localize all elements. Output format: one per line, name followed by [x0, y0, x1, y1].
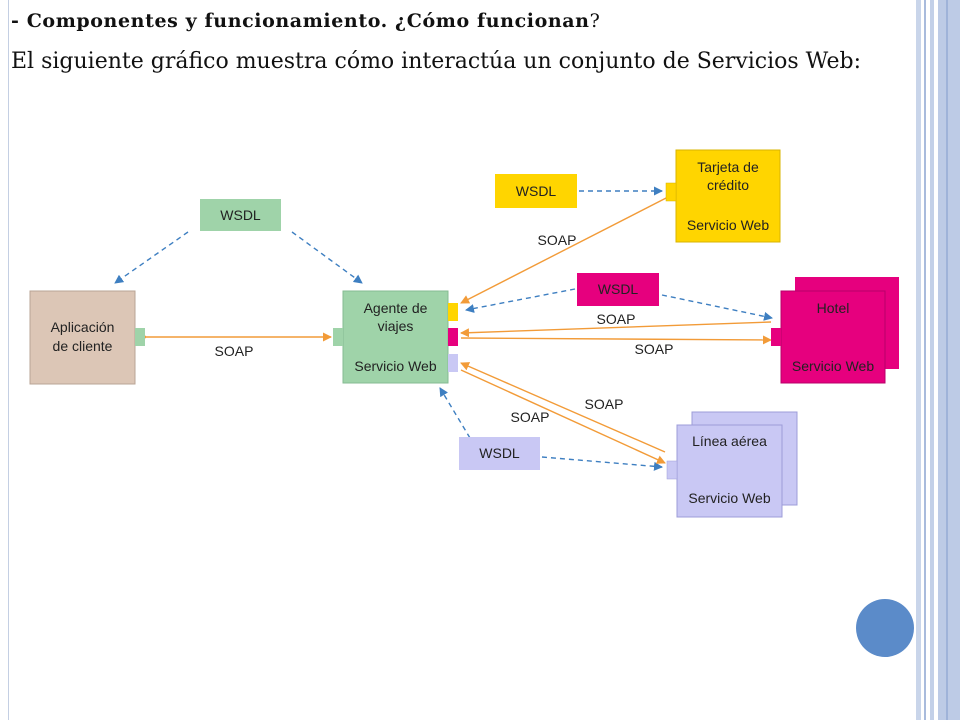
client-port	[135, 328, 145, 346]
hotel-box: Hotel Servicio Web	[780, 277, 899, 384]
soap-label-client-agent: SOAP	[215, 343, 254, 359]
hotel-label: Hotel	[817, 300, 850, 316]
client-label-line-1: Aplicación	[51, 319, 115, 335]
heading-text: - Componentes y funcionamiento. ¿Cómo fu…	[11, 10, 590, 32]
soap-label-airline-bottom: SOAP	[511, 409, 550, 425]
wsdl-arrow-to-client	[114, 231, 189, 284]
wsdl-arrow-to-hotel	[661, 294, 773, 321]
hotel-port	[771, 328, 781, 346]
agent-port-hotel	[448, 328, 458, 346]
wsdl-label: WSDL	[598, 281, 639, 297]
wsdl-arrow-airline-to-agent	[439, 387, 471, 439]
travel-agent-box: Agente de viajes Servicio Web	[342, 290, 449, 384]
right-decorative-bars	[916, 0, 960, 720]
agent-sublabel: Servicio Web	[354, 358, 436, 374]
airline-box: Línea aérea Servicio Web	[676, 411, 798, 518]
wsdl-box-client: WSDL	[200, 199, 281, 231]
wsdl-arrow-to-airline	[541, 456, 663, 471]
soap-arrow-hotel-to-agent	[460, 321, 772, 338]
card-sublabel: Servicio Web	[687, 217, 769, 233]
soap-arrow-agent-card	[460, 188, 680, 304]
card-port	[665, 182, 677, 202]
soap-arrows	[139, 188, 772, 464]
soap-label-airline-top: SOAP	[585, 396, 624, 412]
intro-text: El siguiente gráfico muestra cómo intera…	[11, 49, 861, 74]
airline-port	[666, 460, 678, 480]
agent-port-airline	[448, 354, 458, 372]
soap-label-card: SOAP	[538, 232, 577, 248]
wsdl-box-airline: WSDL	[459, 437, 540, 470]
hotel-sublabel: Servicio Web	[792, 358, 874, 374]
agent-port-client	[333, 328, 343, 346]
heading-question-mark: ?	[589, 10, 601, 32]
soap-arrow-airline-to-agent	[460, 362, 666, 453]
wsdl-arrow-to-agent	[291, 231, 363, 284]
soap-arrow-agent-to-airline	[460, 369, 666, 464]
airline-sublabel: Servicio Web	[688, 490, 770, 506]
wsdl-label: WSDL	[220, 207, 261, 223]
wsdl-label: WSDL	[516, 183, 557, 199]
soap-label-hotel-top: SOAP	[597, 311, 636, 327]
agent-label-line-2: viajes	[378, 318, 414, 334]
left-rule	[8, 0, 9, 720]
slide-heading: - Componentes y funcionamiento. ¿Cómo fu…	[11, 10, 600, 32]
wsdl-box-hotel: WSDL	[577, 273, 659, 306]
card-label-line-1: Tarjeta de	[697, 159, 759, 175]
soap-arrow-agent-to-hotel	[460, 335, 772, 345]
client-application-box: Aplicación de cliente	[29, 290, 136, 385]
agent-port-card	[448, 303, 458, 321]
decorative-circle	[856, 599, 914, 657]
credit-card-box: Tarjeta de crédito Servicio Web	[675, 149, 781, 243]
wsdl-label: WSDL	[479, 445, 520, 461]
wsdl-box-card: WSDL	[495, 174, 577, 208]
agent-label-line-1: Agente de	[364, 300, 428, 316]
client-label-line-2: de cliente	[53, 338, 113, 354]
card-label-line-2: crédito	[707, 177, 749, 193]
airline-label: Línea aérea	[692, 433, 767, 449]
soap-label-hotel-bottom: SOAP	[635, 341, 674, 357]
